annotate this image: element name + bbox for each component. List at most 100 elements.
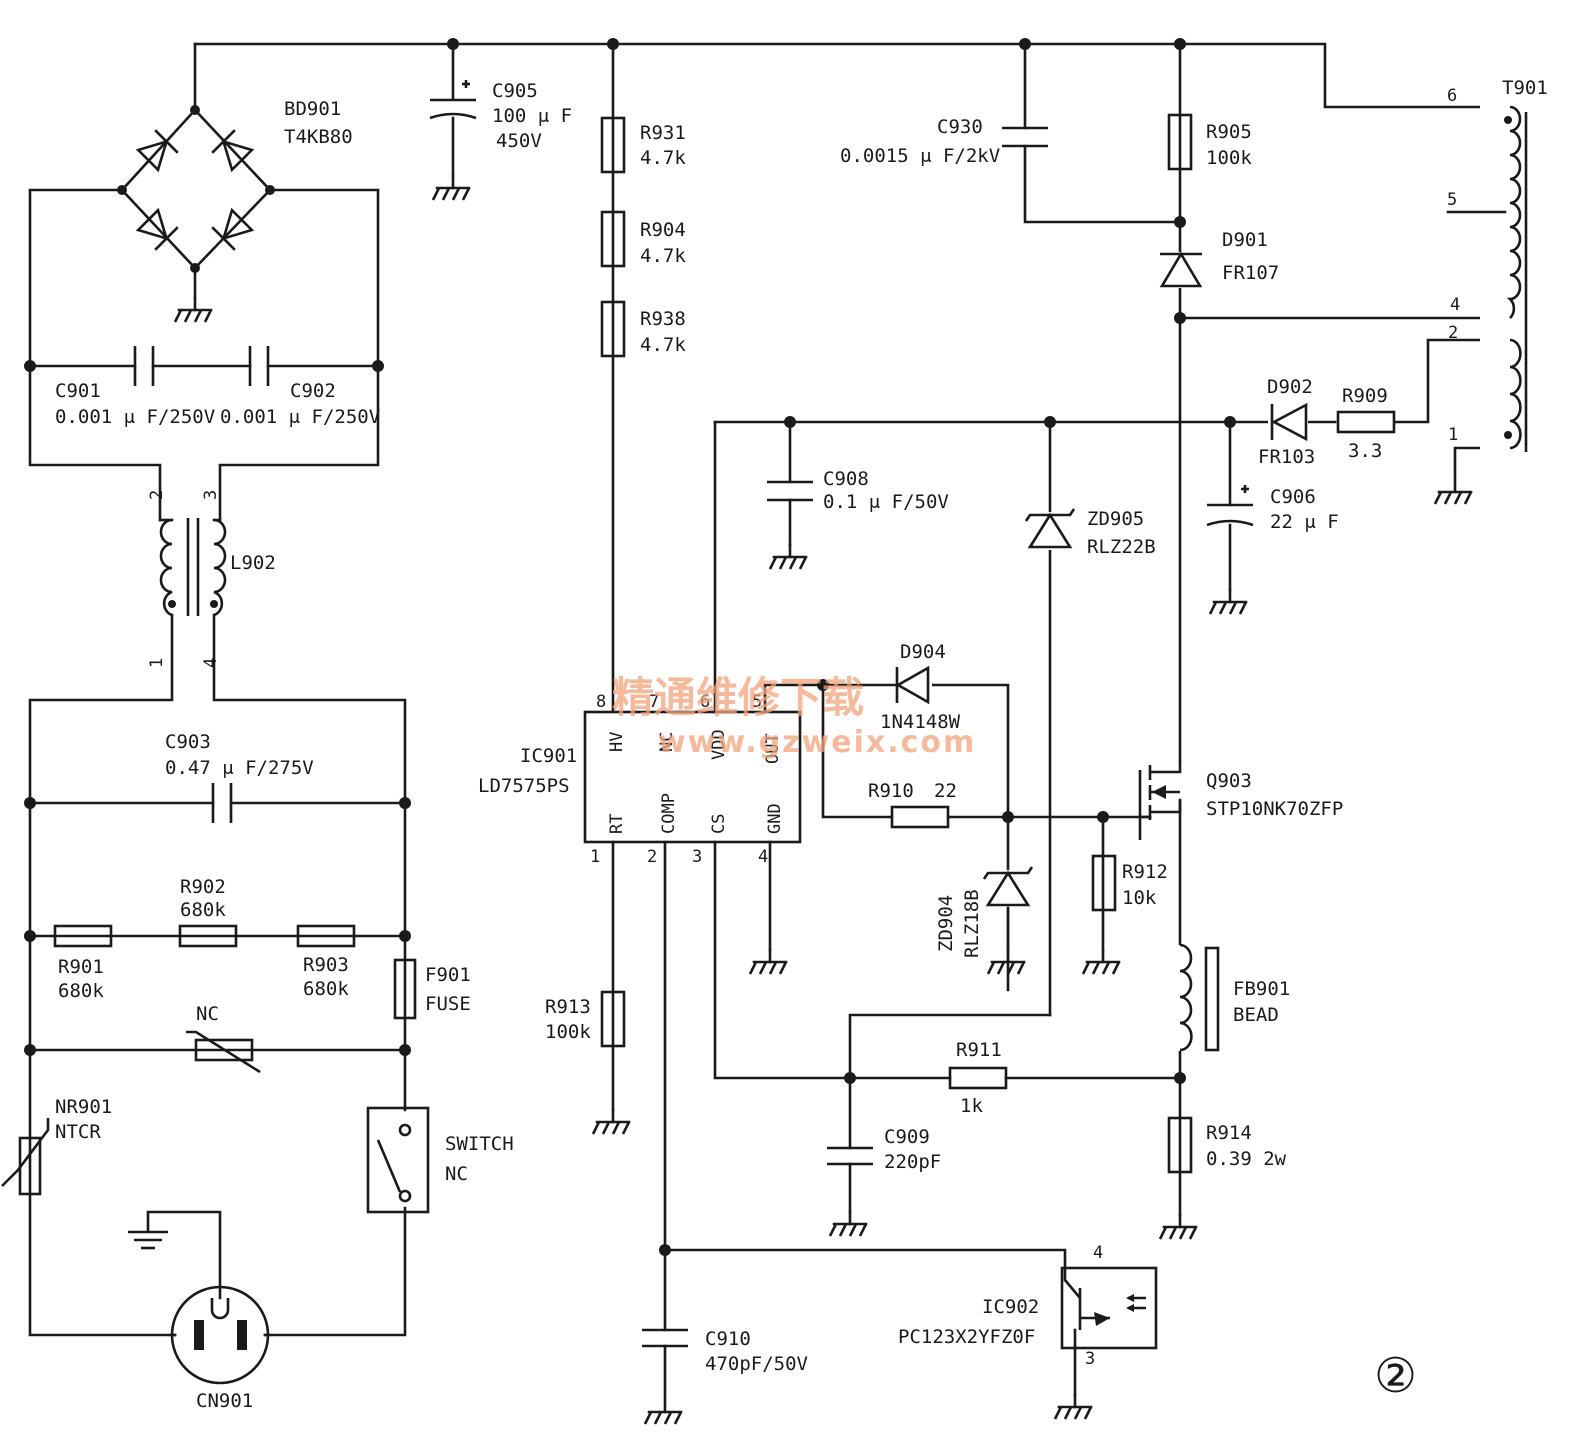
thermistor-nc: [186, 1030, 261, 1074]
r903-value: 680k: [303, 978, 349, 1000]
r931-label: R931: [640, 122, 686, 144]
c910-label: C910: [705, 1328, 751, 1350]
t901-pin-1: 1: [1448, 425, 1458, 445]
f901-label: F901: [425, 964, 471, 986]
d902-label: D902: [1267, 376, 1313, 398]
ground-symbol-r912: [1081, 948, 1121, 976]
r911-value: 1k: [960, 1095, 983, 1117]
r912-value: 10k: [1122, 887, 1157, 909]
c909-label: C909: [884, 1126, 930, 1148]
ground-symbol-c908: [768, 543, 808, 571]
d904-label: D904: [900, 641, 946, 663]
ground-symbol-bd901: [173, 296, 213, 324]
bridge-rectifier-bd901: [120, 108, 272, 270]
diode-d902: [1268, 402, 1308, 442]
r909-value: 3.3: [1348, 440, 1382, 462]
switch-value: NC: [445, 1163, 468, 1185]
l902-pin-3: 3: [201, 490, 221, 500]
zd904-label: ZD904: [935, 895, 957, 952]
zener-zd904: [982, 866, 1034, 908]
ferrite-bead-fb901: [1168, 943, 1220, 1052]
c910-value: 470pF/50V: [705, 1353, 808, 1375]
c906-label: C906: [1270, 486, 1316, 508]
resistor-r902: [178, 924, 238, 948]
c905-value-cap: 100 μ F: [492, 105, 572, 127]
ic901-pin-num-5: 5: [752, 692, 762, 712]
d901-label: D901: [1222, 229, 1268, 251]
ic901-value: LD7575PS: [478, 775, 570, 797]
r914-value: 0.39 2w: [1206, 1148, 1287, 1170]
watermark-chinese: 精通维修下载: [612, 673, 864, 722]
capacitor-c903: [211, 783, 233, 823]
r938-label: R938: [640, 308, 686, 330]
r902-label: R902: [180, 876, 226, 898]
resistor-r910: [890, 805, 950, 829]
c905-value-volt: 450V: [496, 130, 542, 152]
ic901-pin-hv: HV: [607, 732, 627, 752]
c930-value: 0.0015 μ F/2kV: [840, 145, 1000, 167]
ic901-pin-vdd: VDD: [709, 729, 729, 760]
ic901-pin-num-2: 2: [647, 847, 657, 867]
c906-value: 22 μ F: [1270, 511, 1339, 533]
fb901-label: FB901: [1233, 978, 1290, 1000]
t901-pin-2: 2: [1448, 323, 1458, 343]
ground-symbol-zd904: [986, 948, 1026, 976]
ic901-pin-rt: RT: [607, 814, 627, 834]
zener-zd905: [1024, 508, 1076, 550]
r913-label: R913: [545, 996, 591, 1018]
optocoupler-ic902: [1060, 1266, 1158, 1350]
r904-value: 4.7k: [640, 245, 686, 267]
ic901-pin-num-7: 7: [649, 692, 659, 712]
d902-value: FR103: [1258, 446, 1315, 468]
ic901-pin-num-1: 1: [590, 847, 600, 867]
resistor-r901: [53, 924, 113, 948]
c903-value: 0.47 μ F/275V: [165, 757, 314, 779]
f901-value: FUSE: [425, 993, 471, 1015]
capacitor-c910: [642, 1328, 688, 1348]
ic902-value: PC123X2YFZ0F: [898, 1326, 1035, 1348]
c903-label: C903: [165, 731, 211, 753]
ic901-pin-comp: COMP: [659, 793, 679, 834]
ground-symbol-r913: [591, 1108, 631, 1136]
resistor-r912: [1091, 854, 1117, 912]
r911-label: R911: [956, 1039, 1002, 1061]
resistor-r911: [948, 1066, 1008, 1090]
c901-value: 0.001 μ F/250V: [55, 406, 215, 428]
c908-value: 0.1 μ F/50V: [823, 491, 949, 513]
q903-label: Q903: [1206, 770, 1252, 792]
ic901-pin-num-4: 4: [758, 847, 768, 867]
ground-symbol-c909: [828, 1210, 868, 1238]
figure-number: ②: [1374, 1348, 1417, 1404]
r901-value: 680k: [58, 980, 104, 1002]
q903-value: STP10NK70ZFP: [1206, 798, 1343, 820]
zd904-value: RLZ18B: [961, 889, 983, 958]
ground-symbol-ic902: [1053, 1393, 1093, 1421]
resistor-r913: [600, 990, 626, 1048]
l902-pin-4: 4: [201, 658, 221, 668]
l902-pin-2: 2: [147, 490, 167, 500]
c905-label: C905: [492, 80, 538, 102]
watermark-url: www.gzweix.com: [658, 725, 976, 760]
cn901-label: CN901: [196, 1390, 253, 1412]
r914-label: R914: [1206, 1122, 1252, 1144]
connector-cn901: [128, 1210, 270, 1385]
ground-symbol-t901: [1433, 478, 1473, 506]
c901-label: C901: [55, 380, 101, 402]
resistor-r909: [1336, 410, 1396, 434]
ground-symbol-c906: [1208, 588, 1248, 616]
resistor-r938: [600, 300, 626, 358]
switch-label: SWITCH: [445, 1133, 514, 1155]
r909-label: R909: [1342, 385, 1388, 407]
d901-value: FR107: [1222, 262, 1279, 284]
capacitor-c905: [429, 80, 477, 120]
c902-label: C902: [290, 380, 336, 402]
ic901-chip: [583, 710, 802, 844]
r913-value: 100k: [545, 1021, 591, 1043]
ground-symbol-c905: [431, 174, 471, 202]
bd901-label: BD901: [284, 98, 341, 120]
ground-symbol-ic901: [748, 948, 788, 976]
t901-pin-6: 6: [1447, 86, 1457, 106]
l902-pin-1: 1: [147, 658, 167, 668]
ic901-pin-num-3: 3: [692, 847, 702, 867]
